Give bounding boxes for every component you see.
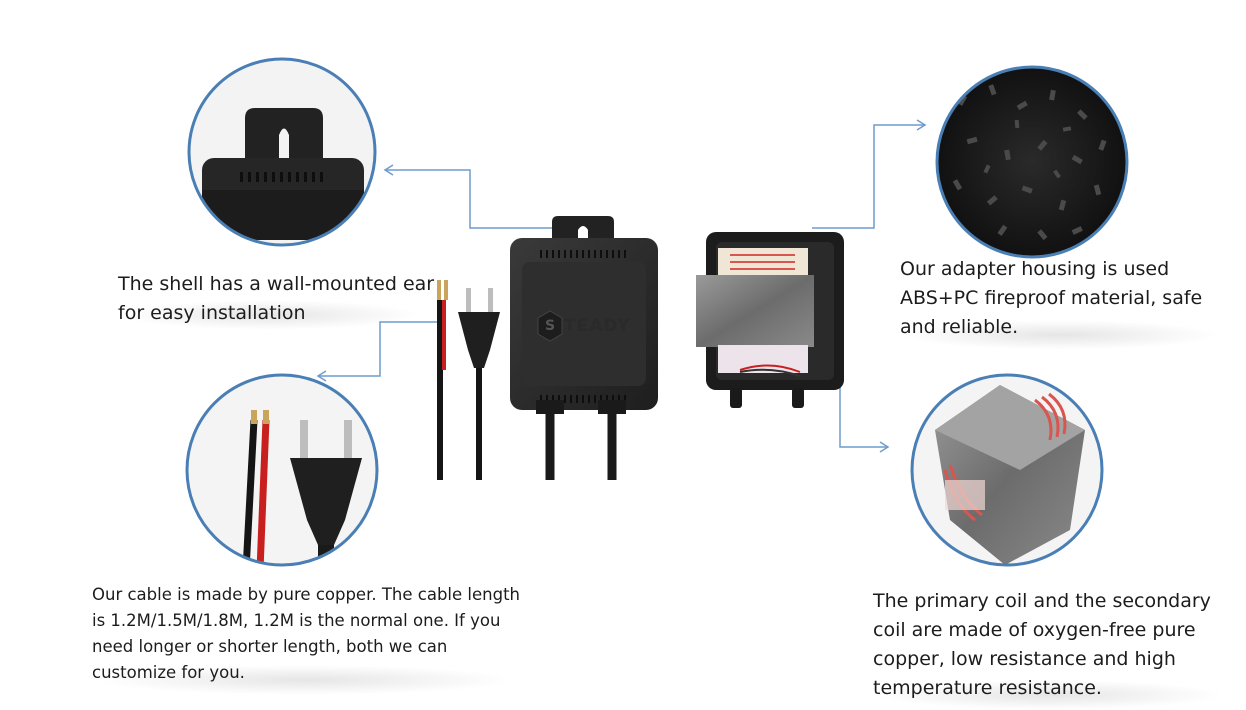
adapter-open [696,232,844,408]
arrow-shell [383,164,565,229]
detail-circle-coil [910,373,1104,567]
caption-coil: The primary coil and the secondary coil … [873,590,1211,699]
caption-wall-mount: The shell has a wall-mounted ear for eas… [118,273,435,324]
caption-cable: Our cable is made by pure copper. The ca… [92,585,521,682]
cable-and-plug [437,280,500,480]
arrow-coil [839,385,890,453]
caption-shadow-coil [875,680,1225,710]
detail-circle-cable [185,373,379,567]
caption-shadow-housing [900,320,1220,350]
adapter-main: S [510,216,658,480]
arrow-housing [812,119,927,229]
detail-circle-mount-ear [187,57,377,247]
brand-logo-text: TEADY [564,316,631,336]
caption-housing: Our adapter housing is used ABS+PC firep… [900,258,1203,338]
svg-text:S: S [545,318,555,334]
arrow-cable [316,321,445,382]
detail-circle-granules [935,65,1129,259]
caption-shadow-shell [120,300,420,330]
caption-shadow-cable [95,665,515,695]
